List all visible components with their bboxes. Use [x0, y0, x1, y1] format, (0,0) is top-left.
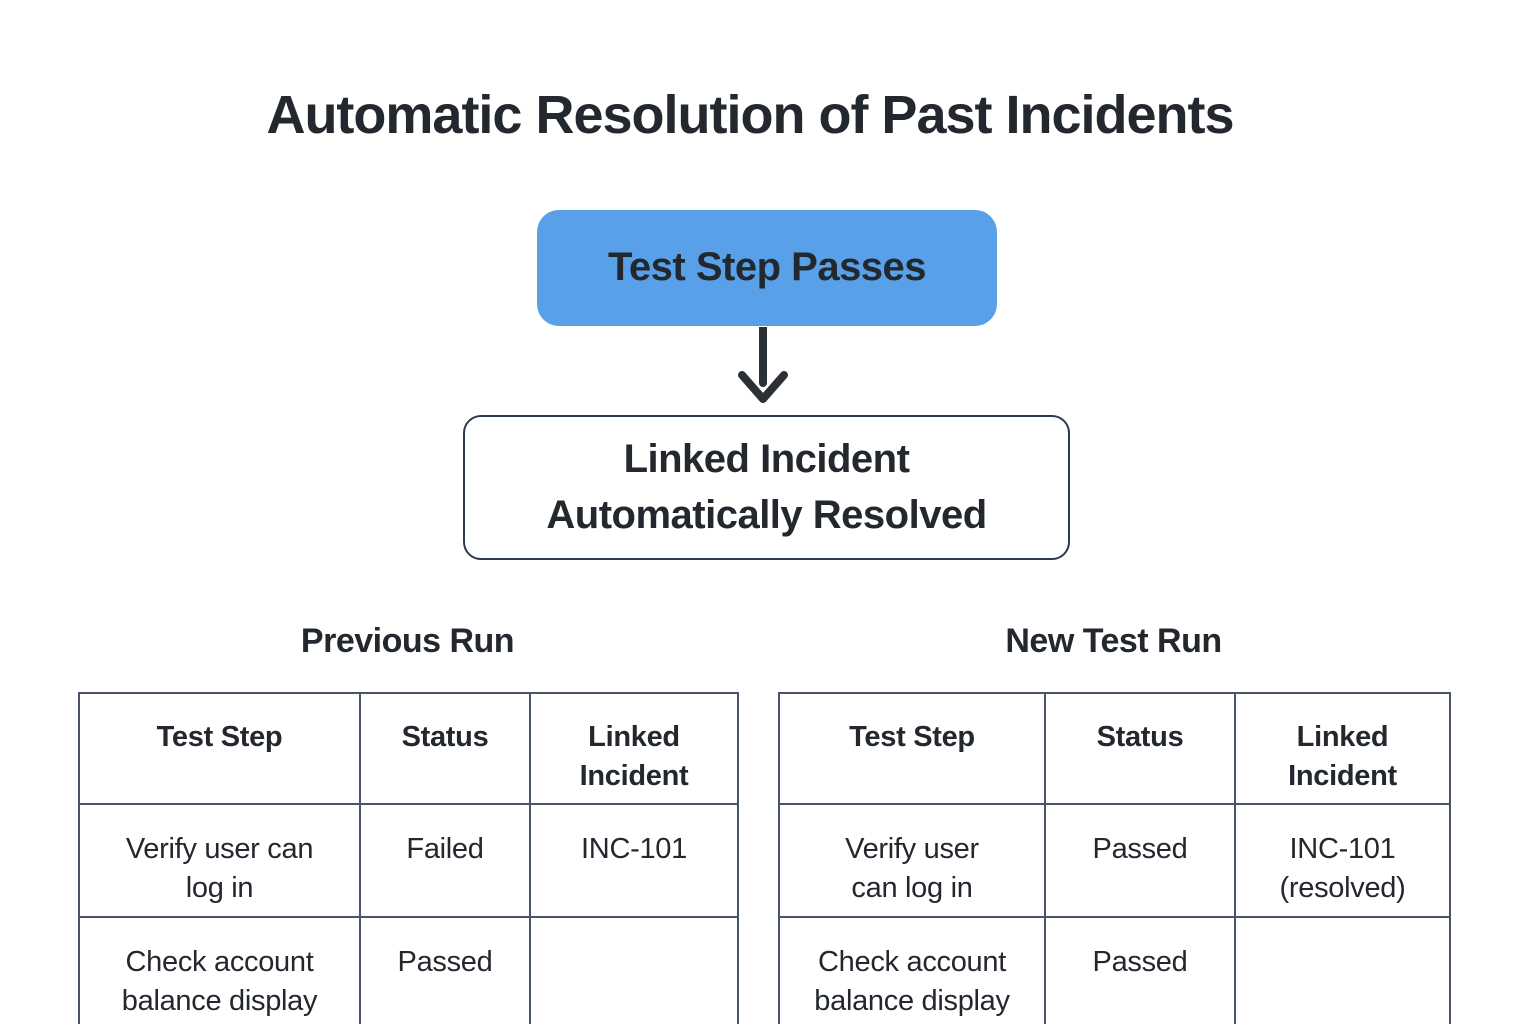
flow-node-trigger: Test Step Passes — [537, 210, 997, 326]
flow-node-result: Linked Incident Automatically Resolved — [463, 415, 1070, 560]
arrow-down-icon — [738, 327, 788, 403]
cell-status: Passed — [1044, 803, 1236, 918]
cell-status: Passed — [359, 916, 531, 1024]
flow-node-result-label: Linked Incident Automatically Resolved — [546, 437, 987, 537]
previous-run-table: Test Step Status Linked Incident Verify … — [78, 692, 739, 1024]
cell-status: Failed — [359, 803, 531, 918]
cell-linked-incident: INC-101 (resolved) — [1234, 803, 1451, 918]
page-title: Automatic Resolution of Past Incidents — [266, 85, 1234, 145]
cell-status: Passed — [1044, 916, 1236, 1024]
column-header-status: Status — [359, 692, 531, 805]
table-row: Verify user can log in Failed INC-101 — [78, 803, 739, 918]
column-header-linked-incident: Linked Incident — [529, 692, 739, 805]
column-header-status: Status — [1044, 692, 1236, 805]
cell-linked-incident: INC-101 — [529, 803, 739, 918]
cell-test-step: Check account balance display — [78, 916, 361, 1024]
column-header-test-step: Test Step — [778, 692, 1046, 805]
table-row: Check account balance display Passed — [778, 916, 1451, 1024]
cell-test-step: Verify user can log in — [778, 803, 1046, 918]
table-header-row: Test Step Status Linked Incident — [78, 692, 739, 805]
column-header-linked-incident: Linked Incident — [1234, 692, 1451, 805]
column-header-test-step: Test Step — [78, 692, 361, 805]
previous-run-section: Previous Run Test Step Status Linked Inc… — [78, 622, 739, 1024]
table-row: Verify user can log in Passed INC-101 (r… — [778, 803, 1451, 918]
flow-node-trigger-label: Test Step Passes — [607, 245, 927, 290]
previous-run-title: Previous Run — [300, 622, 515, 660]
table-row: Check account balance display Passed — [78, 916, 739, 1024]
new-test-run-table: Test Step Status Linked Incident Verify … — [778, 692, 1451, 1024]
table-header-row: Test Step Status Linked Incident — [778, 692, 1451, 805]
cell-test-step: Check account balance display — [778, 916, 1046, 1024]
cell-linked-incident — [529, 916, 739, 1024]
cell-linked-incident — [1234, 916, 1451, 1024]
cell-test-step: Verify user can log in — [78, 803, 361, 918]
new-test-run-section: New Test Run Test Step Status Linked Inc… — [778, 622, 1451, 1024]
new-test-run-title: New Test Run — [1005, 622, 1222, 660]
